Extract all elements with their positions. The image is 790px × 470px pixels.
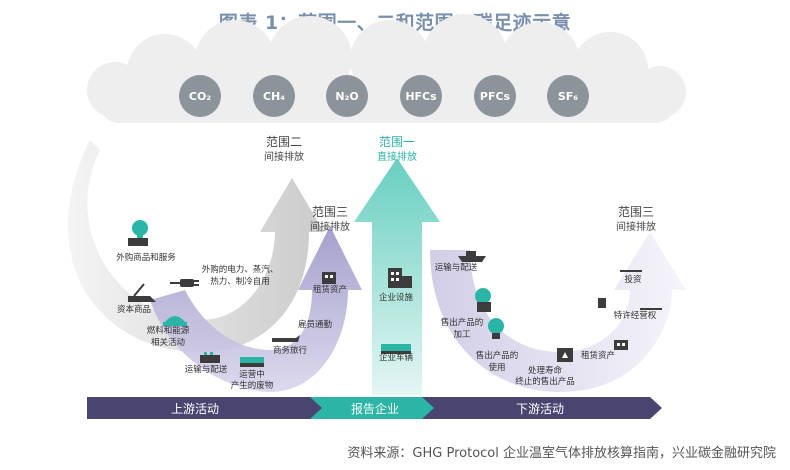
- leased-building-icon: [322, 272, 336, 284]
- gas-label: CH₄: [263, 90, 285, 103]
- scope1-desc: 直接排放: [377, 150, 417, 163]
- factory-icon: [388, 268, 412, 288]
- plug-icon: [170, 279, 199, 287]
- gas-label: N₂O: [335, 90, 358, 103]
- gas-circle-co2: [179, 75, 221, 117]
- company-truck-icon: [381, 344, 411, 354]
- capital-goods-label: 资本商品: [117, 304, 151, 315]
- gas-label: PFCs: [480, 90, 511, 103]
- fuel-energy-label: 相关活动: [151, 337, 186, 348]
- fuel-icon: [163, 316, 187, 326]
- source-note: 资料来源：GHG Protocol 企业温室气体排放核算指南，兴业碳金融研究院: [347, 446, 776, 461]
- machinery-icon: [128, 283, 156, 302]
- downstream-bar-label: 下游活动: [516, 402, 564, 416]
- recycle-icon: [557, 348, 573, 362]
- investments-label: 投资: [624, 274, 642, 285]
- waste-label: 产生的废物: [231, 380, 274, 391]
- upstream-transport-label: 运输与配送: [185, 364, 228, 375]
- purchased-energy-label: 外购的电力、蒸汽、: [202, 264, 279, 275]
- gas-label: CO₂: [189, 90, 211, 103]
- facilities-label: 企业设施: [379, 292, 414, 303]
- processing-label: 售出产品的: [441, 317, 484, 328]
- gas-circle-n2o: [326, 75, 368, 117]
- fuel-energy-label: 燃料和能源: [147, 325, 190, 336]
- purchased-energy-label: 热力、制冷自用: [210, 276, 270, 287]
- gas-label: SF₆: [558, 90, 578, 103]
- franchise-icon: [598, 298, 662, 310]
- gas-label: HFCs: [405, 90, 437, 103]
- company-bar: [310, 397, 440, 419]
- franchises-label: 特许经营权: [614, 310, 657, 321]
- gas-circle-hfcs: [400, 75, 442, 117]
- truck-icon: [200, 352, 220, 363]
- scope2-desc: 间接排放: [264, 150, 304, 163]
- commuting-label: 雇员通勤: [298, 319, 333, 330]
- emissions-cloud: [87, 14, 686, 123]
- scope3-downstream-desc: 间接排放: [616, 220, 656, 233]
- waste-icon: [240, 357, 264, 367]
- downstream-leased-icon: [614, 340, 628, 350]
- value-chain-bar: 上游活动 报告企业 下游活动: [87, 397, 662, 419]
- upstream-bar: [87, 397, 328, 419]
- gas-circle-sf6: [547, 75, 589, 117]
- tree-factory-icon: [128, 220, 148, 246]
- upstream-bar-label: 上游活动: [171, 402, 219, 416]
- plane-icon: [272, 335, 300, 342]
- waste-label: 运营中: [239, 369, 265, 380]
- purchased-goods-label: 外购商品和服务: [116, 252, 176, 263]
- scope3-upstream-name: 范围三: [312, 205, 348, 219]
- gas-circles: CO₂ CH₄ N₂O HFCs PFCs SF₆: [179, 75, 589, 117]
- gas-circle-pfcs: [474, 75, 516, 117]
- gas-circle-ch4: [253, 75, 295, 117]
- use-label: 售出产品的: [476, 350, 519, 361]
- downstream-transport-label: 运输与配送: [435, 262, 478, 273]
- end-of-life-label: 处理寿命: [528, 365, 563, 376]
- scope2-name: 范围二: [266, 135, 302, 149]
- scope3-downstream-arrow: [430, 232, 686, 392]
- use-label: 使用: [488, 362, 505, 373]
- downstream-bar: [422, 397, 662, 419]
- scope3-upstream-arrow: [150, 226, 362, 392]
- downstream-leased-label: 租赁资产: [581, 350, 615, 361]
- scope1-name: 范围一: [379, 135, 415, 149]
- lightbulb-icon: [488, 318, 504, 339]
- vehicles-label: 企业车辆: [379, 352, 414, 363]
- scope3-downstream-name: 范围三: [618, 205, 654, 219]
- business-travel-label: 商务旅行: [273, 345, 308, 356]
- processing-label: 加工: [453, 329, 471, 340]
- upstream-leased-label: 租赁资产: [313, 284, 347, 295]
- investment-icon: [620, 270, 642, 272]
- processing-tree-icon: [475, 288, 491, 312]
- scope3-upstream-desc: 间接排放: [310, 220, 350, 233]
- ship-icon: [458, 251, 486, 262]
- company-bar-label: 报告企业: [351, 401, 399, 416]
- end-of-life-label: 终止的售出产品: [515, 376, 575, 387]
